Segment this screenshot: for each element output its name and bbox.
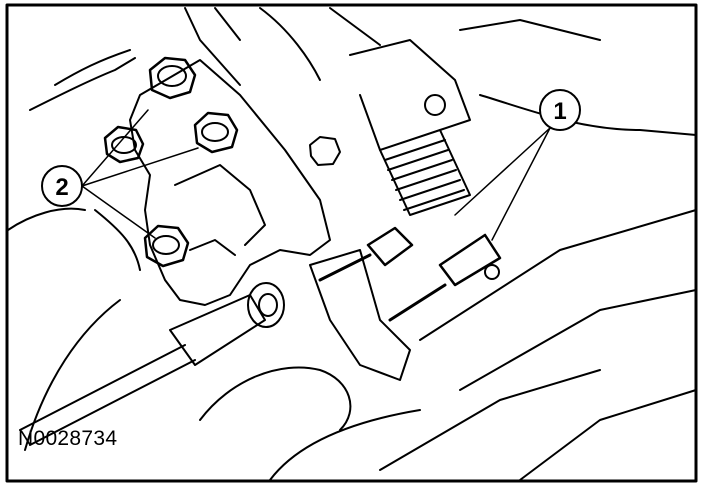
shift-cable xyxy=(19,282,285,446)
callout-1-label: 1 xyxy=(553,98,566,125)
lower-housing xyxy=(199,209,697,481)
cable-connector-upper xyxy=(366,226,414,267)
bolt-middle xyxy=(193,111,239,154)
mounting-bracket xyxy=(129,59,331,306)
spring-coil xyxy=(379,129,471,216)
bolt-small xyxy=(309,136,341,166)
housing-outline xyxy=(7,7,381,451)
upper-casting xyxy=(349,19,697,151)
bolt-left xyxy=(103,125,145,164)
figure-reference-code: N0028734 xyxy=(18,427,118,450)
callout-2: 2 xyxy=(41,165,83,207)
cable-connector-lower xyxy=(438,233,502,287)
callout-1: 1 xyxy=(539,89,581,131)
bolt-bottom xyxy=(143,224,190,268)
cable-wire-lower xyxy=(388,283,447,322)
callout-leader-lines xyxy=(81,109,551,241)
pivot-arm xyxy=(309,249,411,381)
cable-wire-upper xyxy=(318,253,372,282)
figure-border xyxy=(5,3,698,483)
callout-2-label: 2 xyxy=(55,174,68,201)
bolt-top xyxy=(148,56,197,100)
